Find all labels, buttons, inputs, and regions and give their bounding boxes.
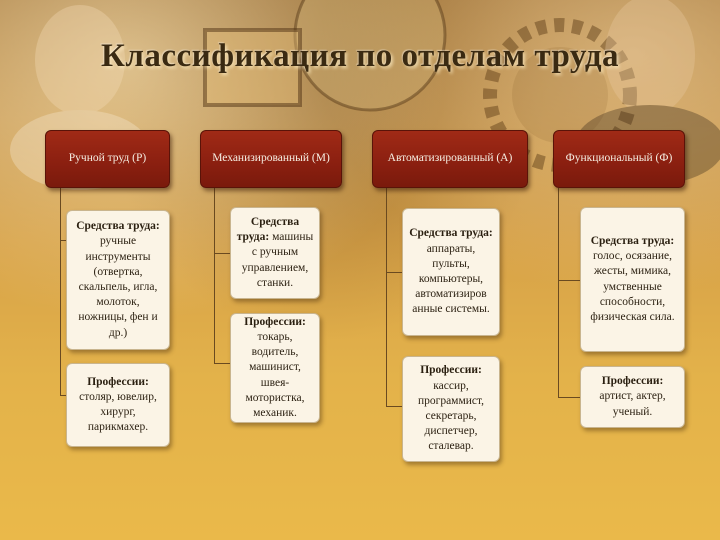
card-heading: Профессии: <box>601 375 664 388</box>
connector-line <box>214 363 230 364</box>
connector-line <box>386 406 402 407</box>
card-text: голос, осязание, жесты, мимика, умственн… <box>590 250 675 323</box>
card-heading: Средства труда: <box>590 234 675 247</box>
card-heading: Профессии: <box>244 315 306 328</box>
card-heading: Средства труда: <box>409 227 493 240</box>
card-text: столяр, ювелир, хирург, парикмахер. <box>79 390 157 434</box>
card-heading: Средства труда: <box>76 220 160 233</box>
card-text: артист, актер, ученый. <box>599 390 666 418</box>
card-functional-professions: Профессии: артист, актер, ученый. <box>580 366 685 428</box>
card-manual-professions: Профессии: столяр, ювелир, хирург, парикм… <box>66 363 170 447</box>
connector-line <box>558 397 580 398</box>
card-heading: Профессии: <box>87 375 149 388</box>
card-heading: Средства труда: <box>236 216 300 244</box>
connector-line <box>214 253 230 254</box>
header-automated-labor: Автоматизированный (А) <box>372 130 528 188</box>
header-label: Автоматизированный (А) <box>387 152 513 165</box>
card-text: кассир, программист, секретарь, диспетче… <box>417 379 485 453</box>
connector-line <box>558 280 580 281</box>
card-text: ручные инструменты (отвертка, скальпель,… <box>78 235 158 339</box>
connector-line <box>386 272 402 273</box>
connector-line <box>60 240 66 241</box>
header-mechanized-labor: Механизированный (М) <box>200 130 342 188</box>
connector-line <box>60 395 66 396</box>
header-label: Ручной труд (Р) <box>68 152 147 165</box>
connector-line <box>214 188 215 363</box>
connector-line <box>386 188 387 406</box>
card-text: машины с ручным управлением, станки. <box>241 231 314 289</box>
card-functional-tools: Средства труда: голос, осязание, жесты, … <box>580 207 685 352</box>
connector-line <box>558 188 559 398</box>
header-manual-labor: Ручной труд (Р) <box>45 130 170 188</box>
connector-line <box>60 163 61 395</box>
header-label: Механизированный (М) <box>212 152 330 165</box>
picture-frame-decoration <box>203 28 302 107</box>
card-mechanized-professions: Профессии: токарь, водитель, машинист, ш… <box>230 313 320 423</box>
card-manual-tools: Средства труда: ручные инструменты (отве… <box>66 210 170 350</box>
slide-title: Классификация по отделам труда <box>100 38 620 74</box>
header-label: Функциональный (Ф) <box>565 152 673 165</box>
card-mechanized-tools: Средства труда: машины с ручным управлен… <box>230 207 320 299</box>
card-automated-professions: Профессии: кассир, программист, секретарь… <box>402 356 500 462</box>
header-functional-labor: Функциональный (Ф) <box>553 130 685 188</box>
card-heading: Профессии: <box>420 364 482 377</box>
card-text: аппараты, пульты, компьютеры, автоматизи… <box>412 242 490 316</box>
card-automated-tools: Средства труда: аппараты, пульты, компью… <box>402 208 500 336</box>
card-text: токарь, водитель, машинист, швея-моторис… <box>245 331 305 419</box>
clock-decoration <box>293 0 447 112</box>
